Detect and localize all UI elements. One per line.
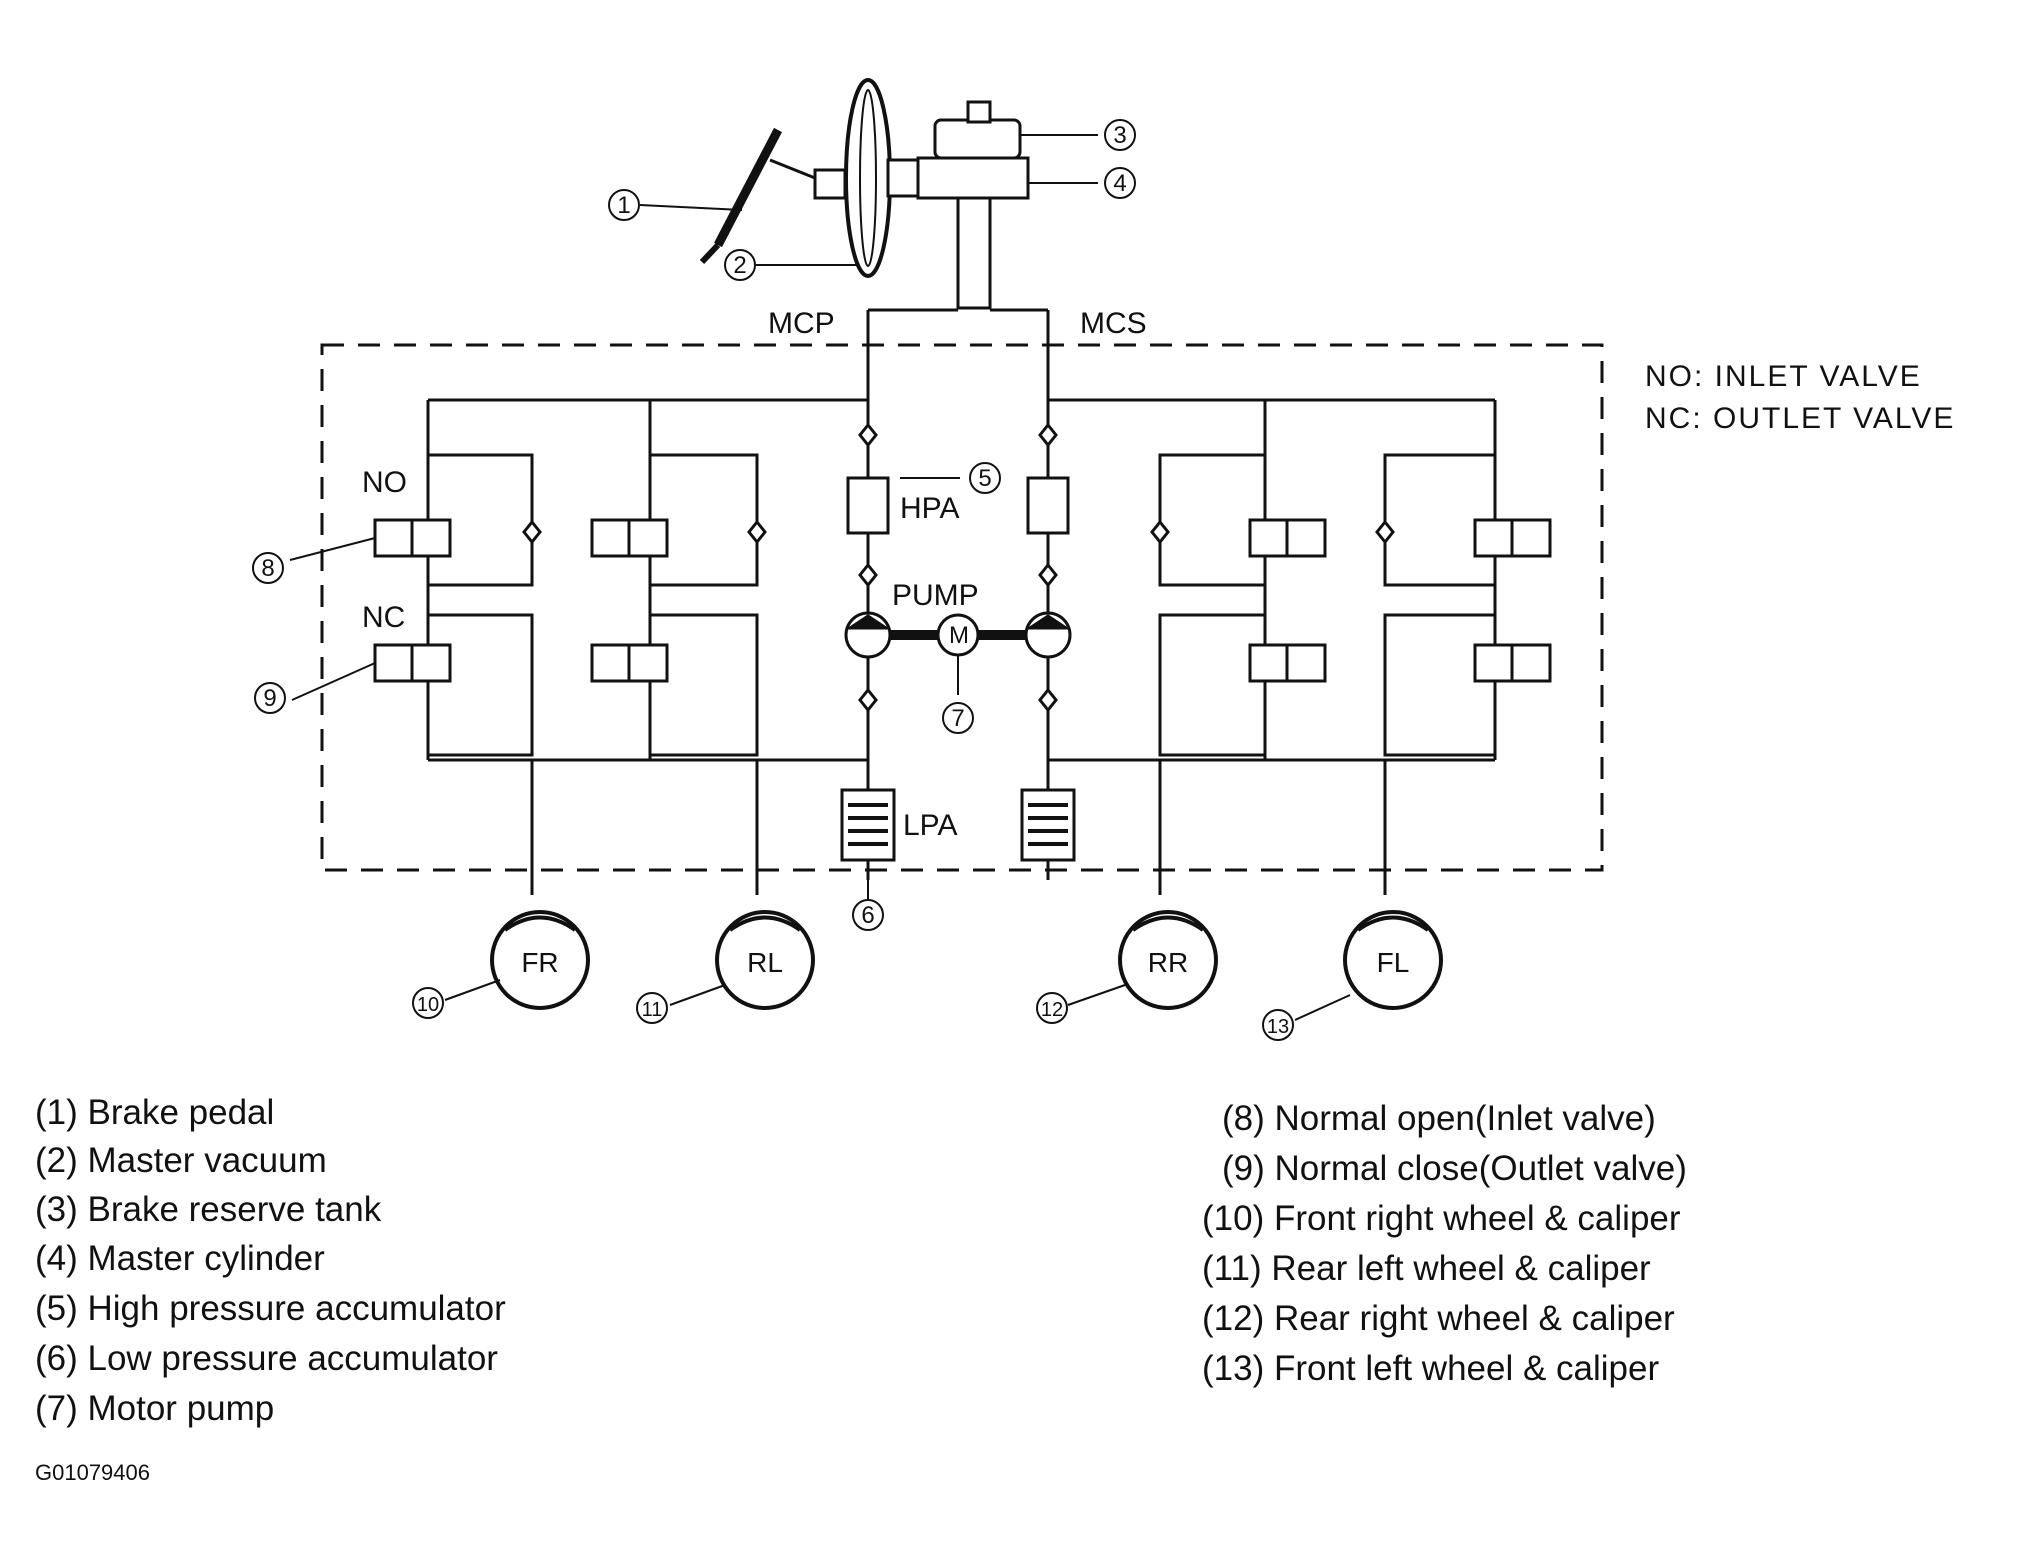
legend-item: (6) Low pressure accumulator xyxy=(35,1339,498,1378)
legend-item: (4) Master cylinder xyxy=(35,1239,325,1278)
legend-item: (1) Brake pedal xyxy=(35,1093,274,1132)
low-pressure-accumulators xyxy=(840,788,1076,862)
callout-5: 5 xyxy=(978,465,991,492)
brake-reserve-tank xyxy=(933,100,1022,160)
legend-item: (8) Normal open(Inlet valve) xyxy=(1222,1099,1656,1138)
callout-9: 9 xyxy=(263,685,276,712)
master-cylinder xyxy=(868,156,1048,312)
legend-item: (2) Master vacuum xyxy=(35,1141,327,1180)
legend-left: (1) Brake pedal (2) Master vacuum (3) Br… xyxy=(35,1093,506,1428)
wheel-label-rl: RL xyxy=(747,947,783,978)
callout-4: 4 xyxy=(1113,170,1126,197)
check-valves xyxy=(522,422,1395,713)
annotation-nc: NC: OUTLET VALVE xyxy=(1645,402,1955,435)
figure-code: G01079406 xyxy=(35,1460,150,1485)
legend-item: (12) Rear right wheel & caliper xyxy=(1202,1299,1675,1338)
wheel-label-fr: FR xyxy=(521,947,558,978)
legend-item: (5) High pressure accumulator xyxy=(35,1289,506,1328)
callout-6: 6 xyxy=(861,902,874,929)
wheel-labels: FR RL RR FL xyxy=(521,947,1409,978)
legend-item: (3) Brake reserve tank xyxy=(35,1190,382,1229)
callout-13: 13 xyxy=(1267,1016,1289,1038)
legend-right: (8) Normal open(Inlet valve) (9) Normal … xyxy=(1202,1099,1687,1388)
motor-pump xyxy=(844,611,1072,695)
callout-12: 12 xyxy=(1041,999,1063,1021)
callout-8: 8 xyxy=(261,555,274,582)
legend-item: (7) Motor pump xyxy=(35,1389,274,1428)
callout-7: 7 xyxy=(951,705,964,732)
callout-11: 11 xyxy=(642,999,663,1021)
label-motor: M xyxy=(949,622,969,649)
inlet-valves xyxy=(373,518,1552,558)
callout-3: 3 xyxy=(1113,122,1126,149)
callout-leaders xyxy=(289,134,1351,1021)
brake-pedal xyxy=(699,127,816,265)
callout-10: 10 xyxy=(417,994,439,1016)
label-pump: PUMP xyxy=(892,579,979,612)
legend-item: (11) Rear left wheel & caliper xyxy=(1202,1249,1651,1288)
wheel-label-rr: RR xyxy=(1148,947,1188,978)
wheel-calipers xyxy=(490,910,1443,1010)
legend-item: (13) Front left wheel & caliper xyxy=(1202,1349,1659,1388)
callout-1: 1 xyxy=(617,192,630,219)
label-mcp: MCP xyxy=(768,307,835,340)
master-vacuum-booster xyxy=(813,78,920,278)
label-lpa: LPA xyxy=(903,809,957,842)
legend-item: (9) Normal close(Outlet valve) xyxy=(1222,1149,1687,1188)
callout-circles xyxy=(252,119,1294,1041)
label-nc: NC xyxy=(362,601,405,634)
annotation-no: NO: INLET VALVE xyxy=(1645,360,1922,393)
callout-numbers: 1 2 3 4 5 6 7 8 9 10 11 12 13 xyxy=(261,122,1289,1038)
callout-2: 2 xyxy=(733,252,746,279)
legend-item: (10) Front right wheel & caliper xyxy=(1202,1199,1681,1238)
high-pressure-accumulators xyxy=(846,476,1070,535)
outlet-valves xyxy=(373,643,1552,683)
wheel-label-fl: FL xyxy=(1377,947,1410,978)
label-mcs: MCS xyxy=(1080,307,1147,340)
label-hpa: HPA xyxy=(900,492,959,525)
label-no: NO xyxy=(362,466,407,499)
